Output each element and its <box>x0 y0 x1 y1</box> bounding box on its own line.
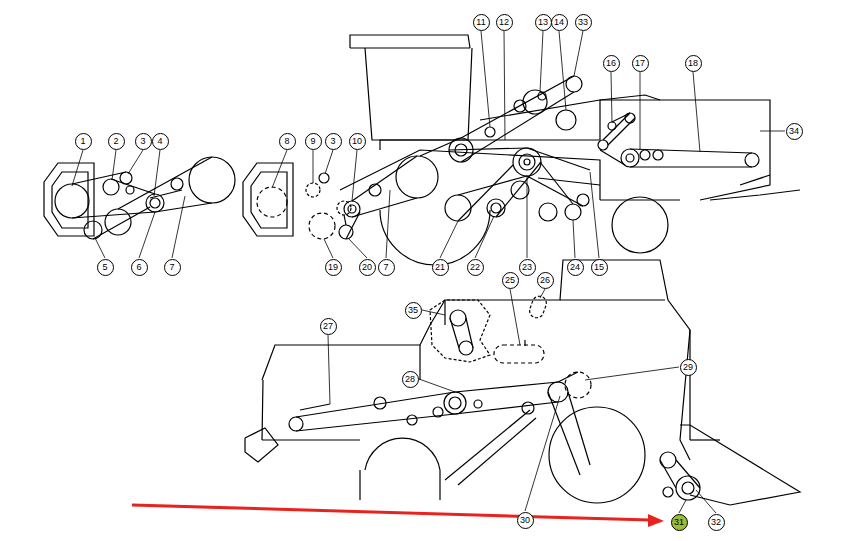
callout-number: 34 <box>786 123 803 140</box>
callout-number: 17 <box>632 55 649 72</box>
callout-text: 12 <box>499 18 509 27</box>
callout-text: 26 <box>540 276 550 285</box>
callout-text: 24 <box>570 263 580 272</box>
callout-number: 3 <box>135 133 152 150</box>
callout-number: 18 <box>685 55 702 72</box>
callout-text: 29 <box>683 363 693 372</box>
callout-number: 15 <box>591 259 608 276</box>
callout-number: 28 <box>402 371 419 388</box>
pointer-arrow <box>132 505 664 527</box>
callout-text: 23 <box>522 263 532 272</box>
callout-number: 13 <box>535 14 552 31</box>
callout-text: 32 <box>711 518 721 527</box>
callout-number: 14 <box>551 14 568 31</box>
callout-text: 10 <box>352 137 362 146</box>
callout-text: 22 <box>470 263 480 272</box>
callout-text: 35 <box>408 306 418 315</box>
callout-number: 24 <box>567 259 584 276</box>
callout-number: 22 <box>467 259 484 276</box>
callout-number: 23 <box>519 259 536 276</box>
callout-number: 11 <box>473 14 490 31</box>
callout-text: 7 <box>383 263 388 272</box>
drive-drawing <box>44 35 800 505</box>
callout-number: 9 <box>305 133 322 150</box>
callout-number: 32 <box>708 514 725 531</box>
callout-text: 31 <box>674 518 684 527</box>
callout-number: 33 <box>575 14 592 31</box>
callout-text: 14 <box>554 18 564 27</box>
callout-number: 30 <box>517 512 534 529</box>
callout-text: 34 <box>789 127 799 136</box>
callout-number: 6 <box>131 259 148 276</box>
callout-text: 18 <box>688 59 698 68</box>
callout-number: 4 <box>152 133 169 150</box>
callout-text: 21 <box>435 263 445 272</box>
callout-text: 17 <box>635 59 645 68</box>
callout-number: 7 <box>378 259 395 276</box>
callout-number: 5 <box>97 259 114 276</box>
callout-number: 2 <box>108 133 125 150</box>
callout-number: 16 <box>603 55 620 72</box>
callout-text: 6 <box>136 263 141 272</box>
callout-text: 4 <box>157 137 162 146</box>
callout-number: 3 <box>325 133 342 150</box>
callout-number: 10 <box>349 133 366 150</box>
callout-text: 8 <box>284 137 289 146</box>
callout-number: 27 <box>320 318 337 335</box>
callout-number: 26 <box>537 272 554 289</box>
callout-number: 31 <box>671 514 688 531</box>
callout-number: 12 <box>496 14 513 31</box>
callout-text: 25 <box>505 276 515 285</box>
callout-text: 13 <box>538 18 548 27</box>
callout-text: 3 <box>140 137 145 146</box>
callout-text: 19 <box>328 263 338 272</box>
callout-text: 16 <box>606 59 616 68</box>
callout-text: 28 <box>405 375 415 384</box>
leader-lines <box>72 31 785 513</box>
callout-number: 20 <box>359 259 376 276</box>
callout-number: 1 <box>75 133 92 150</box>
callout-text: 20 <box>362 263 372 272</box>
callout-number: 21 <box>432 259 449 276</box>
callout-text: 7 <box>169 263 174 272</box>
callout-text: 30 <box>520 516 530 525</box>
callout-number: 8 <box>279 133 296 150</box>
callout-number: 19 <box>325 259 342 276</box>
callout-number: 35 <box>405 302 422 319</box>
callout-text: 11 <box>476 18 485 27</box>
callout-text: 5 <box>102 263 107 272</box>
callout-number: 7 <box>164 259 181 276</box>
callout-number: 29 <box>680 359 697 376</box>
callout-text: 3 <box>330 137 335 146</box>
callout-text: 27 <box>323 322 333 331</box>
callout-text: 2 <box>113 137 118 146</box>
callout-number: 25 <box>502 272 519 289</box>
callout-text: 33 <box>578 18 588 27</box>
callout-text: 15 <box>594 263 604 272</box>
callout-text: 1 <box>80 137 85 146</box>
callout-text: 9 <box>310 137 315 146</box>
